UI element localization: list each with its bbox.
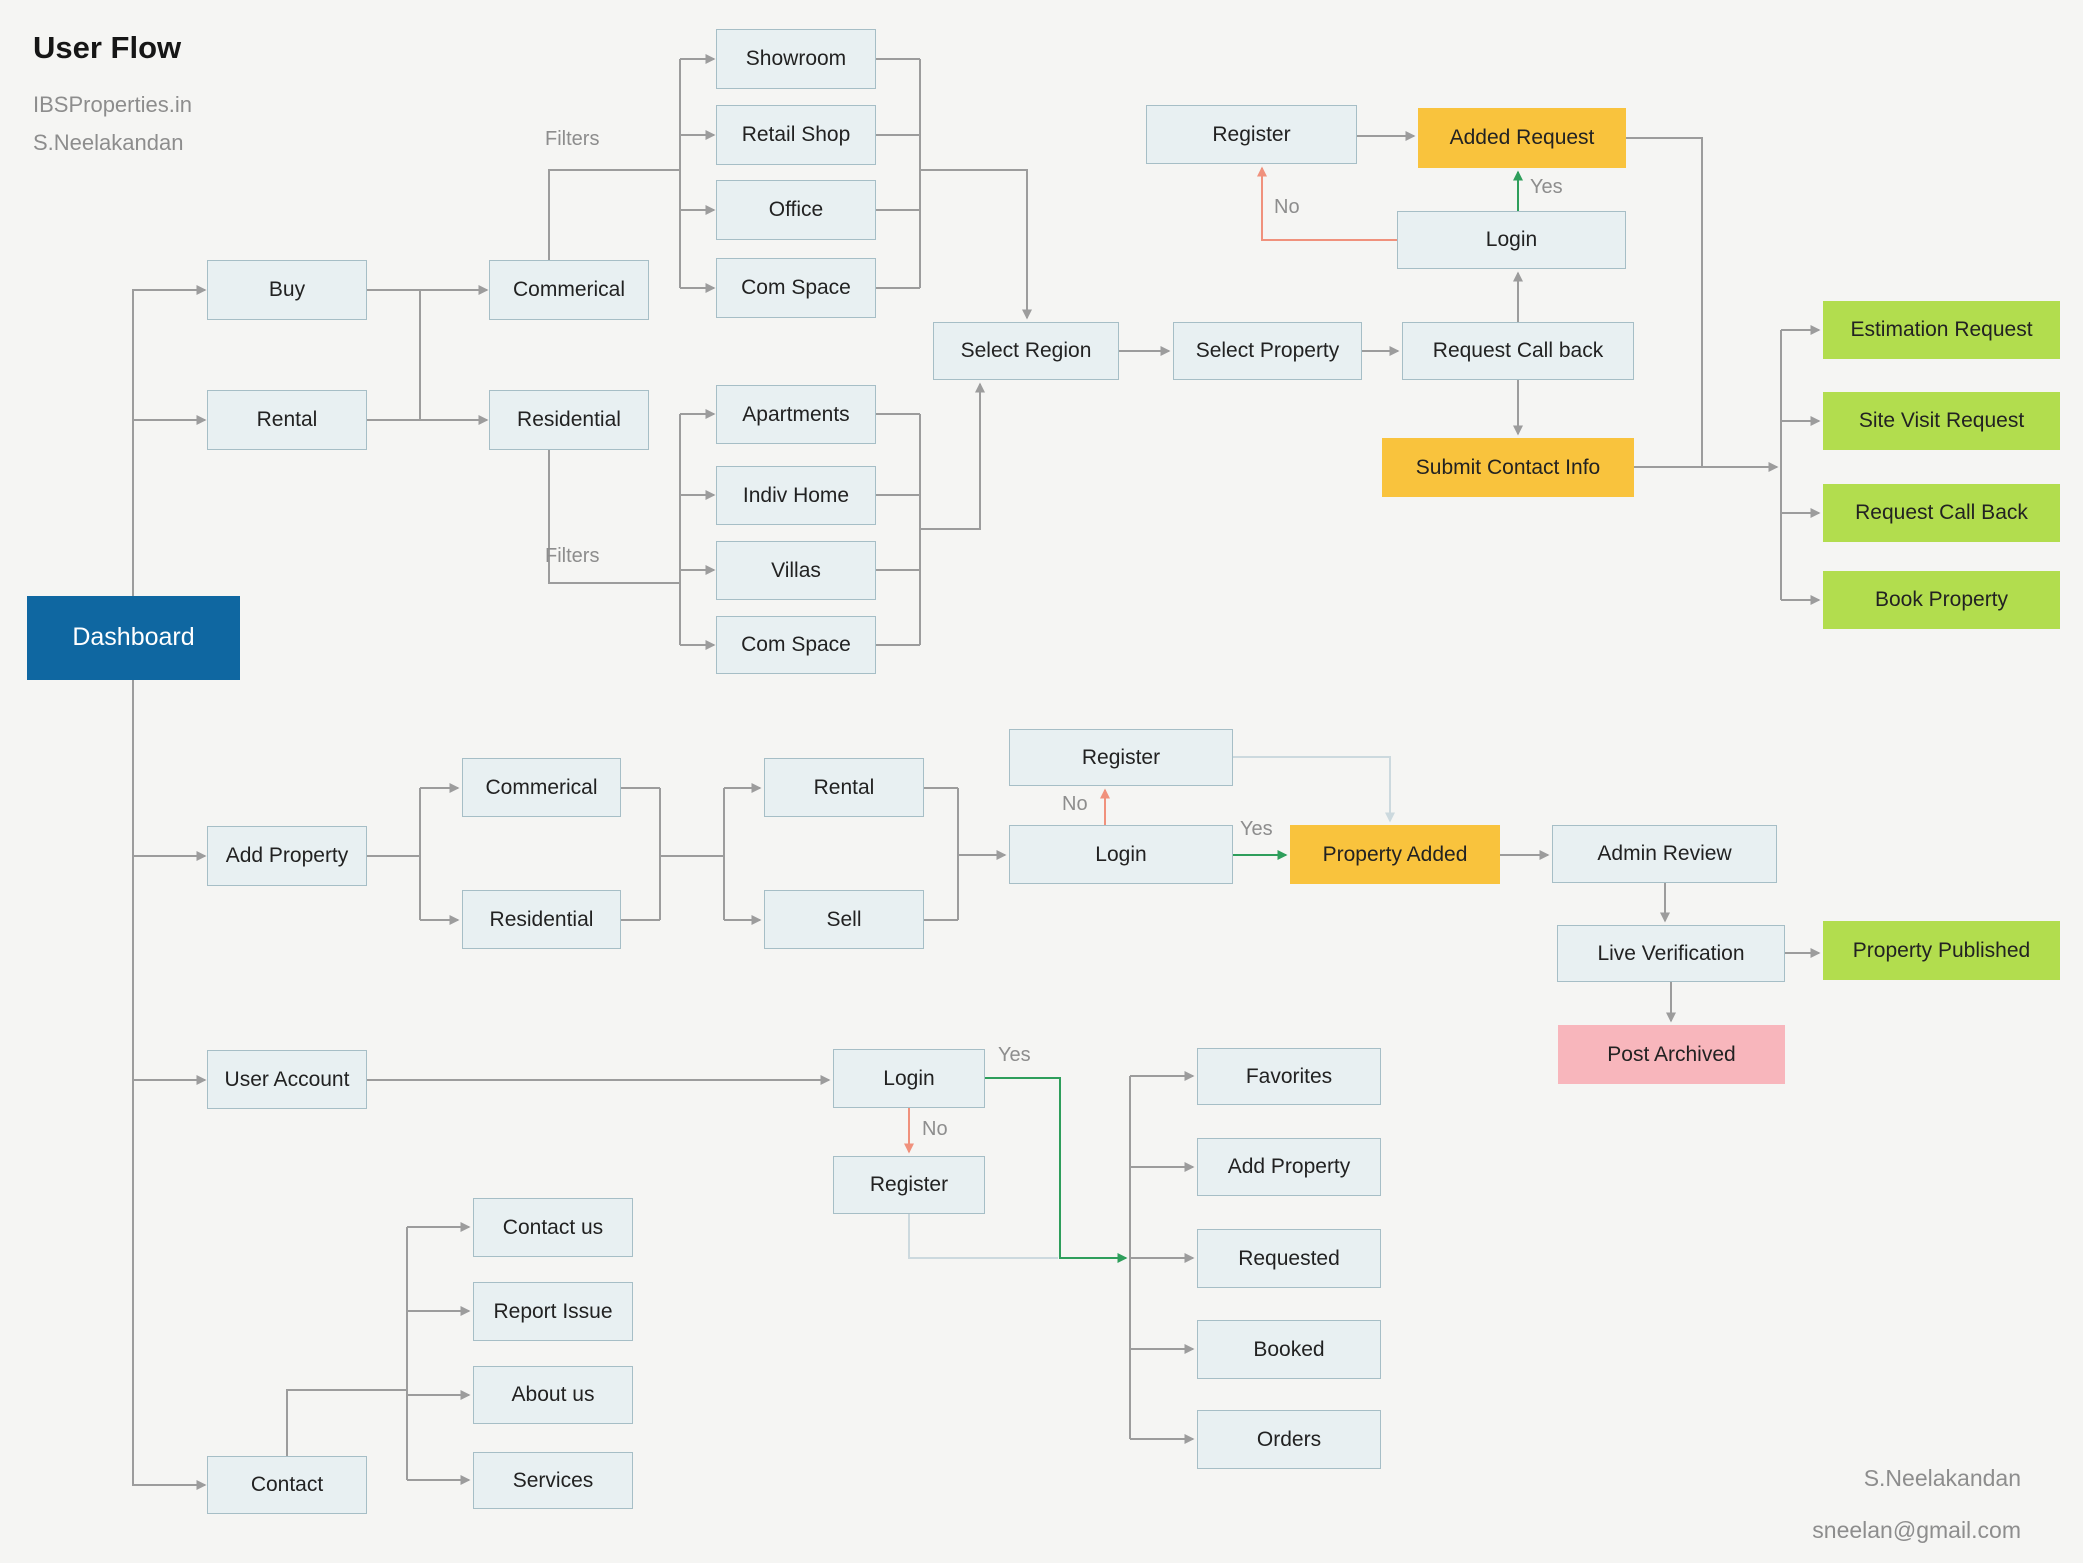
node-login-2: Login — [1009, 825, 1233, 884]
node-register-2: Register — [1009, 729, 1233, 786]
connector — [548, 450, 680, 584]
node-property-published: Property Published — [1823, 921, 2060, 980]
node-buy: Buy — [207, 260, 367, 320]
node-login-3: Login — [833, 1049, 985, 1108]
node-admin-review: Admin Review — [1552, 825, 1777, 883]
edge-label: Yes — [998, 1044, 1031, 1066]
node-add-property-2: Add Property — [1197, 1138, 1381, 1196]
footer-block: S.Neelakandan sneelan@gmail.com — [1812, 1452, 2021, 1556]
node-residential-1: Residential — [489, 390, 649, 450]
node-rental-2: Rental — [764, 758, 924, 817]
node-submit-contact-info: Submit Contact Info — [1382, 438, 1634, 497]
node-report-issue: Report Issue — [473, 1282, 633, 1341]
node-commercial-2: Commerical — [462, 758, 621, 817]
page-title: User Flow — [33, 30, 182, 65]
node-post-archived: Post Archived — [1558, 1025, 1785, 1084]
node-request-call-back-green: Request Call Back — [1823, 484, 2060, 542]
connector — [920, 382, 985, 530]
node-property-added: Property Added — [1290, 825, 1500, 884]
edge-label: Filters — [545, 128, 600, 150]
node-apartments: Apartments — [716, 385, 876, 444]
edge-label: Filters — [545, 545, 600, 567]
subtitle-site: IBSProperties.in — [33, 92, 192, 117]
connector — [132, 680, 207, 1490]
node-estimation-request: Estimation Request — [1823, 301, 2060, 359]
node-dashboard: Dashboard — [27, 596, 240, 680]
connector — [286, 1389, 407, 1456]
node-added-request: Added Request — [1418, 108, 1626, 168]
connector — [920, 169, 1032, 320]
node-login-1: Login — [1397, 211, 1626, 269]
node-residential-2: Residential — [462, 890, 621, 949]
node-office: Office — [716, 180, 876, 240]
node-sell: Sell — [764, 890, 924, 949]
node-rental: Rental — [207, 390, 367, 450]
connector — [1626, 137, 1703, 467]
node-requested: Requested — [1197, 1229, 1381, 1288]
footer-email: sneelan@gmail.com — [1812, 1517, 2021, 1543]
connector — [985, 1077, 1128, 1263]
node-contact: Contact — [207, 1456, 367, 1514]
edge-label: Yes — [1530, 176, 1563, 198]
edge-label: No — [922, 1118, 948, 1140]
connector — [132, 285, 207, 596]
node-add-property: Add Property — [207, 826, 367, 886]
node-indiv-home: Indiv Home — [716, 466, 876, 525]
node-request-call-back: Request Call back — [1402, 322, 1634, 380]
node-about-us: About us — [473, 1366, 633, 1424]
subtitle-author: S.Neelakandan — [33, 130, 184, 155]
node-retail-shop: Retail Shop — [716, 105, 876, 165]
connector — [548, 169, 680, 260]
node-select-property: Select Property — [1173, 322, 1362, 380]
node-commercial-1: Commerical — [489, 260, 649, 320]
title-block: User Flow IBSProperties.in S.Neelakandan — [33, 30, 192, 162]
node-services: Services — [473, 1452, 633, 1509]
edge-label: No — [1274, 196, 1300, 218]
node-com-space-2: Com Space — [716, 616, 876, 674]
node-contact-us: Contact us — [473, 1198, 633, 1257]
node-user-account: User Account — [207, 1050, 367, 1109]
node-site-visit-request: Site Visit Request — [1823, 392, 2060, 450]
edge-label: Yes — [1240, 818, 1273, 840]
node-orders: Orders — [1197, 1410, 1381, 1469]
node-com-space-1: Com Space — [716, 258, 876, 318]
footer-author: S.Neelakandan — [1863, 1465, 2021, 1491]
node-booked: Booked — [1197, 1320, 1381, 1379]
node-book-property: Book Property — [1823, 571, 2060, 629]
node-register-1: Register — [1146, 105, 1357, 164]
node-select-region: Select Region — [933, 322, 1119, 380]
node-live-verification: Live Verification — [1557, 925, 1785, 982]
node-favorites: Favorites — [1197, 1048, 1381, 1105]
connector — [1233, 756, 1395, 823]
connector — [908, 1214, 1058, 1259]
connector — [1257, 166, 1397, 241]
node-register-3: Register — [833, 1156, 985, 1214]
node-villas: Villas — [716, 541, 876, 600]
edge-label: No — [1062, 793, 1088, 815]
node-showroom: Showroom — [716, 29, 876, 89]
